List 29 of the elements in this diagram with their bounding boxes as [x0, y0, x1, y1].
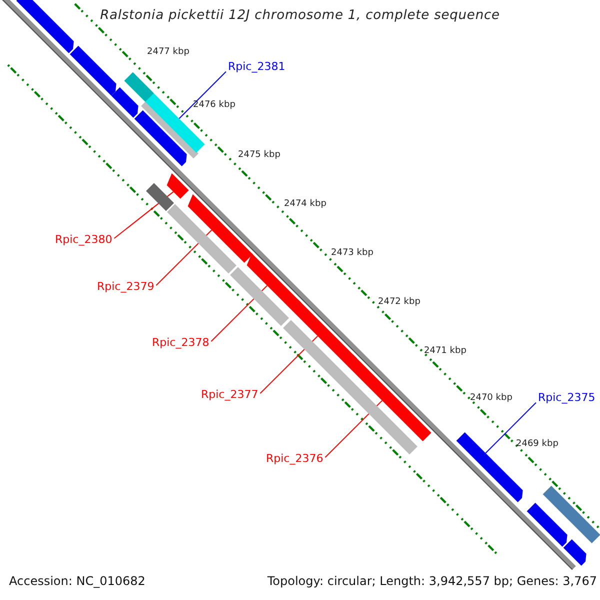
leader-line [156, 230, 212, 286]
leader-line [324, 400, 383, 458]
gene-label: Rpic_2380 [55, 234, 112, 247]
chart-title: Ralstonia pickettii 12J chromosome 1, complete sequence [99, 9, 501, 24]
leader-line [210, 285, 268, 342]
gene-label: Rpic_2376 [266, 453, 324, 466]
accession-label: Accession: NC_010682 [9, 575, 146, 589]
gene-label: Rpic_2377 [201, 389, 258, 402]
tick-label: 2471 kbp [424, 346, 466, 356]
tick-label: 2475 kbp [238, 150, 280, 160]
leader-line [485, 402, 536, 454]
gene-feature [348, 354, 432, 442]
tick-label: 2474 kbp [284, 199, 326, 210]
leader-line [260, 336, 318, 394]
leader-line [114, 191, 174, 239]
gene-feature [188, 194, 253, 263]
tick-label: 2473 kbp [331, 248, 374, 258]
gene-label: Rpic_2379 [97, 281, 154, 294]
leader-line [178, 71, 226, 120]
tick-label: 2472 kbp [378, 297, 420, 308]
genome-info-label: Topology: circular; Length: 3,942,557 bp; Genes: 3,767 [267, 575, 597, 589]
gene-feature [166, 173, 189, 199]
gene-label: Rpic_2375 [538, 392, 596, 405]
tick-label: 2477 kbp [147, 47, 190, 58]
gene-label: Rpic_2381 [228, 61, 286, 74]
tick-label: 2469 kbp [516, 439, 558, 450]
gene-label: Rpic_2378 [152, 337, 210, 350]
tick-label: 2470 kbp [470, 393, 512, 404]
tick-label: 2476 kbp [193, 100, 236, 110]
